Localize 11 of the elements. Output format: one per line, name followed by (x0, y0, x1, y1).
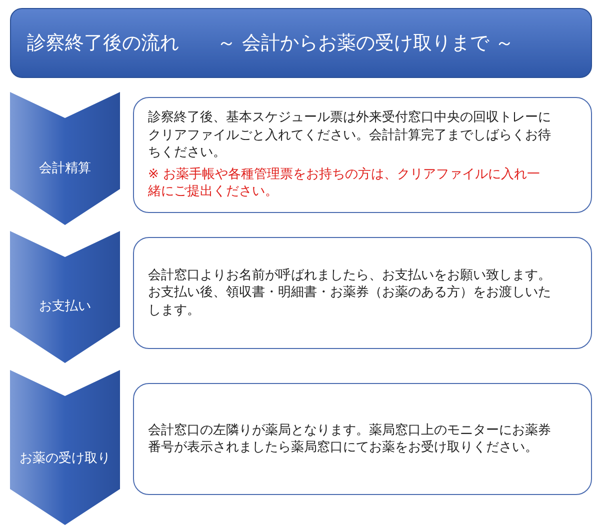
step-description-box (133, 97, 592, 213)
title-banner: 診察終了後の流れ ～ 会計からお薬の受け取りまで ～ (10, 8, 592, 78)
step-description-box (133, 383, 592, 495)
description-text: 会計窓口よりお名前が呼ばれましたら、お支払いをお願い致します。お支払い後、領収書・明細書・お薬券（お薬のある方）をお渡しいたします。 (148, 267, 551, 319)
step-description-box (133, 237, 592, 349)
chevron-step: お薬の受け取り (10, 370, 120, 525)
description-text: 診察終了後、基本スケジュール票は外来受付窓口中央の回収トレーにクリアファイルごと入れてください。会計計算完了までしばらくお待ちください。 (148, 109, 551, 162)
note-text: ※ お薬手帳や各種管理票をお持ちの方は、クリアファイルに入れ一緒にご提出ください。 (148, 166, 542, 201)
description-text: 会計窓口の左隣りが薬局となります。薬局窓口上のモニターにお薬券番号が表示されましたら薬局窓口にてお薬をお受け取りください。 (148, 422, 551, 456)
chevron-step: 会計精算 (10, 92, 120, 225)
chevron-step: お支払い (10, 231, 120, 363)
